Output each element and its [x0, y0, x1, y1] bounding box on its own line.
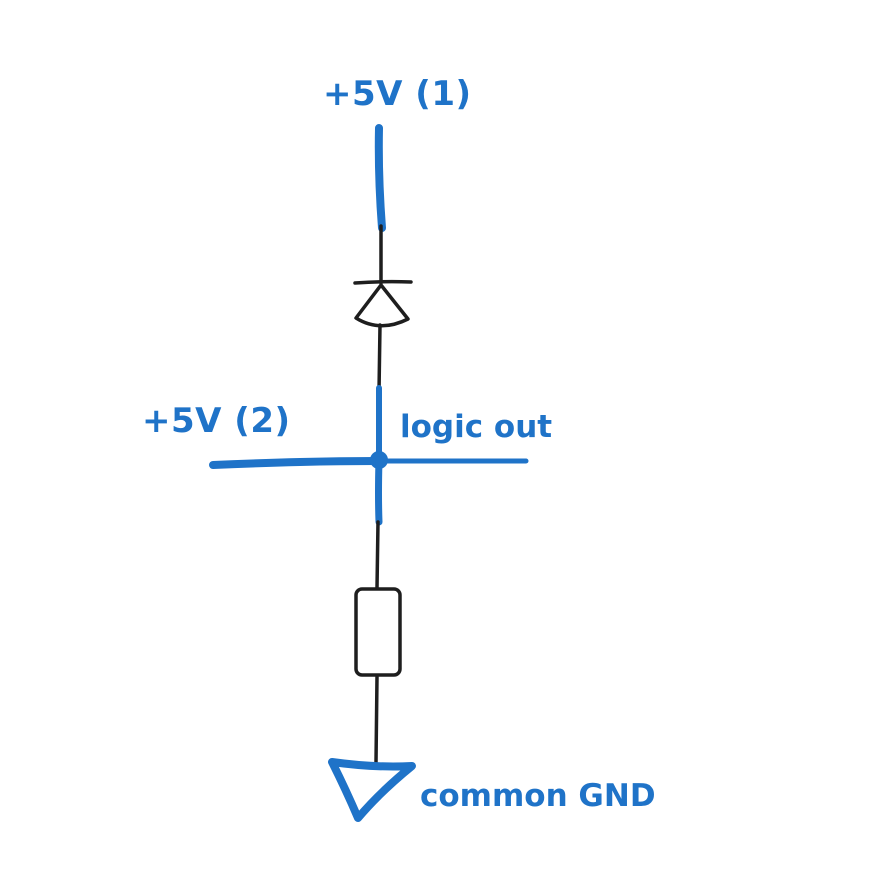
supply-2-label: +5V (2): [142, 401, 291, 441]
ground-label: common GND: [420, 778, 656, 814]
ground-icon: [328, 758, 416, 822]
logic-out-label: logic out: [400, 409, 552, 445]
wire-resistor-to-ground: [374, 675, 379, 764]
wire-diode-to-node: [377, 323, 382, 394]
supply-1-label: +5V (1): [323, 74, 472, 114]
resistor-icon: [354, 587, 402, 677]
supply-2-wire: [209, 457, 382, 469]
diode-icon: [353, 279, 413, 328]
node-wire-lower: [375, 456, 383, 526]
wire-node-to-resistor: [375, 520, 380, 590]
supply-1-wire: [374, 124, 386, 232]
diode-cathode-bar: [353, 279, 413, 285]
diode-triangle: [354, 283, 410, 328]
